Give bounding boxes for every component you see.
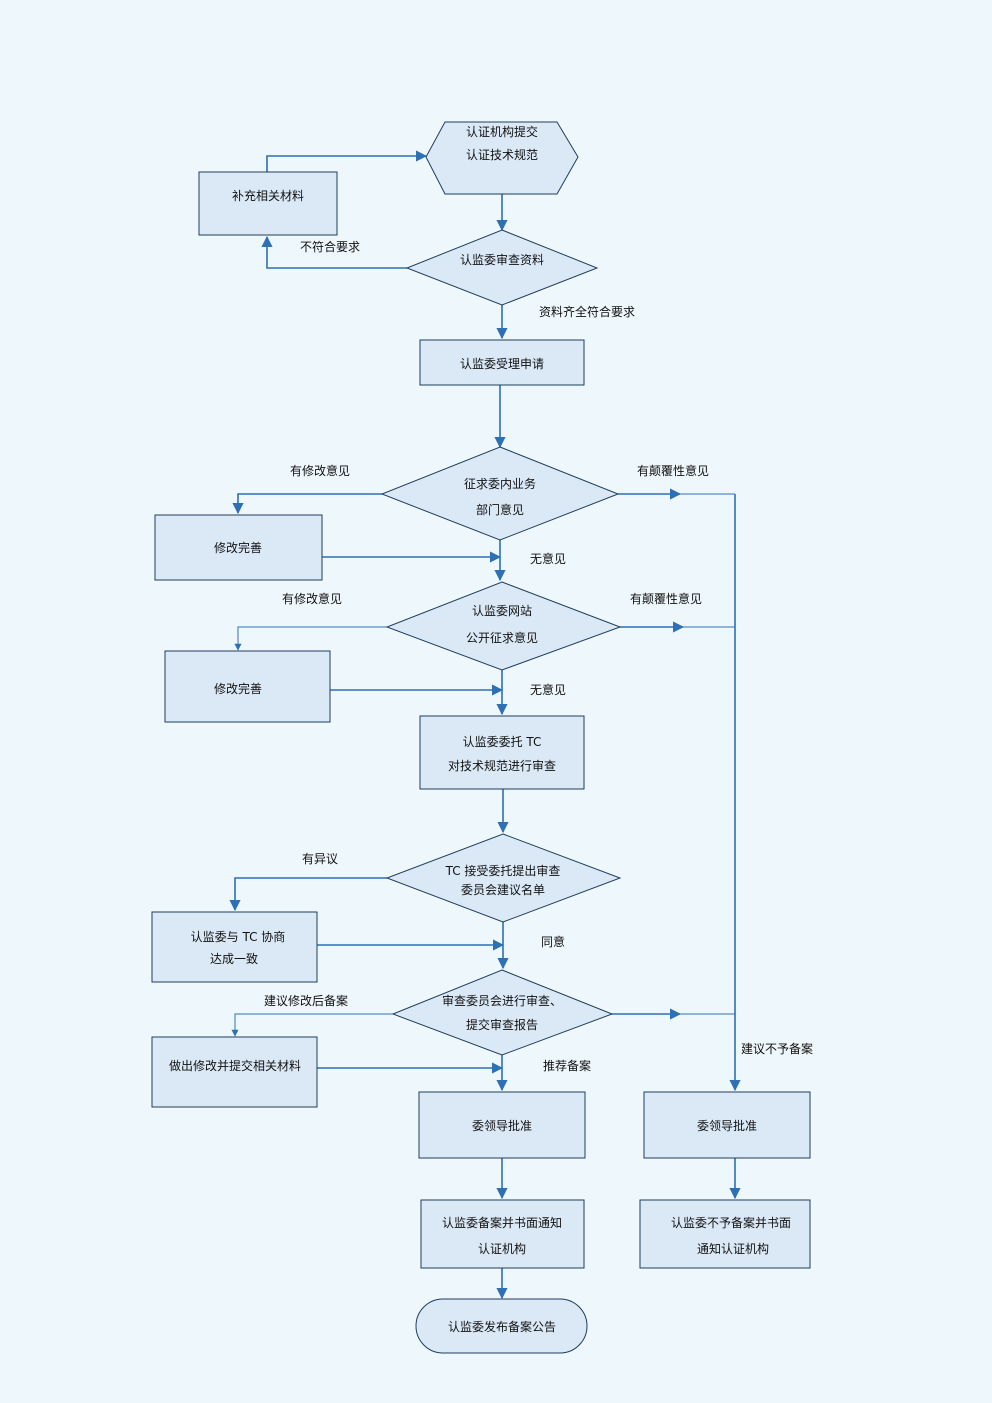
node-public-line2: 公开征求意见 [466,630,538,645]
node-submit-line1: 认证机构提交 [466,124,538,139]
node-approve-left-line1: 委领导批准 [472,1118,532,1133]
node-review-materials: 认监委审查资料 [405,229,599,306]
node-tc-accept: TC 接受委托提出审查 委员会建议名单 [385,833,622,923]
label-recommend: 推荐备案 [543,1058,591,1073]
label-subversive-1: 有颠覆性意见 [637,463,709,478]
edge-supplement-submit [266,150,428,172]
edge-solicit-revise1 [232,493,382,515]
label-agree: 同意 [541,934,565,949]
label-has-revision-1: 有修改意见 [290,463,350,478]
label-no-opinion-2: 无意见 [530,682,566,697]
node-committee-line1: 审查委员会进行审查、 [442,993,562,1008]
node-supplement-line1: 补充相关材料 [232,188,304,203]
edges [229,150,741,1300]
node-solicit-internal: 征求委内业务 部门意见 [380,446,620,541]
node-record-line2: 认证机构 [478,1241,526,1256]
node-committee-review: 审查委员会进行审查、 提交审查报告 [391,969,614,1056]
edge-labels: 不符合要求 资料齐全符合要求 有修改意见 有颠覆性意见 无意见 有修改意见 有颠… [264,239,813,1073]
node-submit-line2: 认证技术规范 [466,147,538,162]
edge-committee-modify [231,1013,393,1037]
node-committee-line2: 提交审查报告 [466,1017,538,1032]
node-supplement: 补充相关材料 [198,171,338,236]
node-entrust-line1: 认监委委托 TC [463,735,542,749]
node-submit: 认证机构提交 认证技术规范 [425,121,579,195]
label-has-revision-2: 有修改意见 [282,591,342,606]
node-negotiate-line1: 认监委与 TC 协商 [191,929,286,944]
node-modify-line1: 做出修改并提交相关材料 [169,1058,301,1073]
edge-review-supplement [261,235,407,269]
label-suggest-reject: 建议不予备案 [741,1041,813,1056]
label-subversive-2: 有颠覆性意见 [630,591,702,606]
node-accept-line1: 认监委受理申请 [460,357,544,371]
node-publish-line1: 认监委发布备案公告 [448,1319,556,1334]
node-tc-line2: 委员会建议名单 [461,882,545,897]
node-entrust-tc: 认监委委托 TC 对技术规范进行审查 [419,715,585,790]
node-public-comment: 认监委网站 公开征求意见 [385,581,622,671]
node-record-line1: 认监委备案并书面通知 [442,1215,562,1230]
node-entrust-line2: 对技术规范进行审查 [448,758,556,773]
nodes: 认证机构提交 认证技术规范 补充相关材料 认监委审查资料 认监委受理申请 征求委… [151,121,811,1354]
edge-tc-negotiate [229,877,387,912]
node-reject-notify: 认监委不予备案并书面 通知认证机构 [639,1199,811,1269]
node-publish: 认监委发布备案公告 [415,1298,588,1354]
node-tc-line1: TC 接受委托提出审查 [445,863,561,878]
node-leader-approve-right: 委领导批准 [643,1091,811,1159]
node-negotiate-line2: 达成一致 [210,952,258,966]
node-accept: 认监委受理申请 [419,339,585,386]
label-objection: 有异议 [302,852,338,866]
node-approve-right-line1: 委领导批准 [697,1118,757,1133]
node-solicit-line2: 部门意见 [476,502,524,517]
node-revise-1: 修改完善 [154,514,323,581]
node-record-notify: 认监委备案并书面通知 认证机构 [420,1199,585,1269]
label-no-opinion-1: 无意见 [530,551,566,566]
node-revise-2-line1: 修改完善 [214,681,262,696]
node-reject-line1: 认监委不予备案并书面 [671,1215,791,1230]
edge-public-revise2 [234,626,387,651]
node-reject-line2: 通知认证机构 [697,1241,769,1256]
node-leader-approve-left: 委领导批准 [418,1091,586,1159]
node-revise-2: 修改完善 [164,650,331,723]
label-complete-meet: 资料齐全符合要求 [539,304,635,319]
node-negotiate-tc: 认监委与 TC 协商 达成一致 [151,911,318,983]
node-public-line1: 认监委网站 [472,604,532,618]
node-revise-1-line1: 修改完善 [214,540,262,555]
node-solicit-line1: 征求委内业务 [464,476,536,491]
label-suggest-modify: 建议修改后备案 [264,993,348,1008]
label-not-meet: 不符合要求 [300,239,360,254]
node-review-materials-line1: 认监委审查资料 [460,252,544,267]
node-modify-submit: 做出修改并提交相关材料 [151,1036,318,1108]
